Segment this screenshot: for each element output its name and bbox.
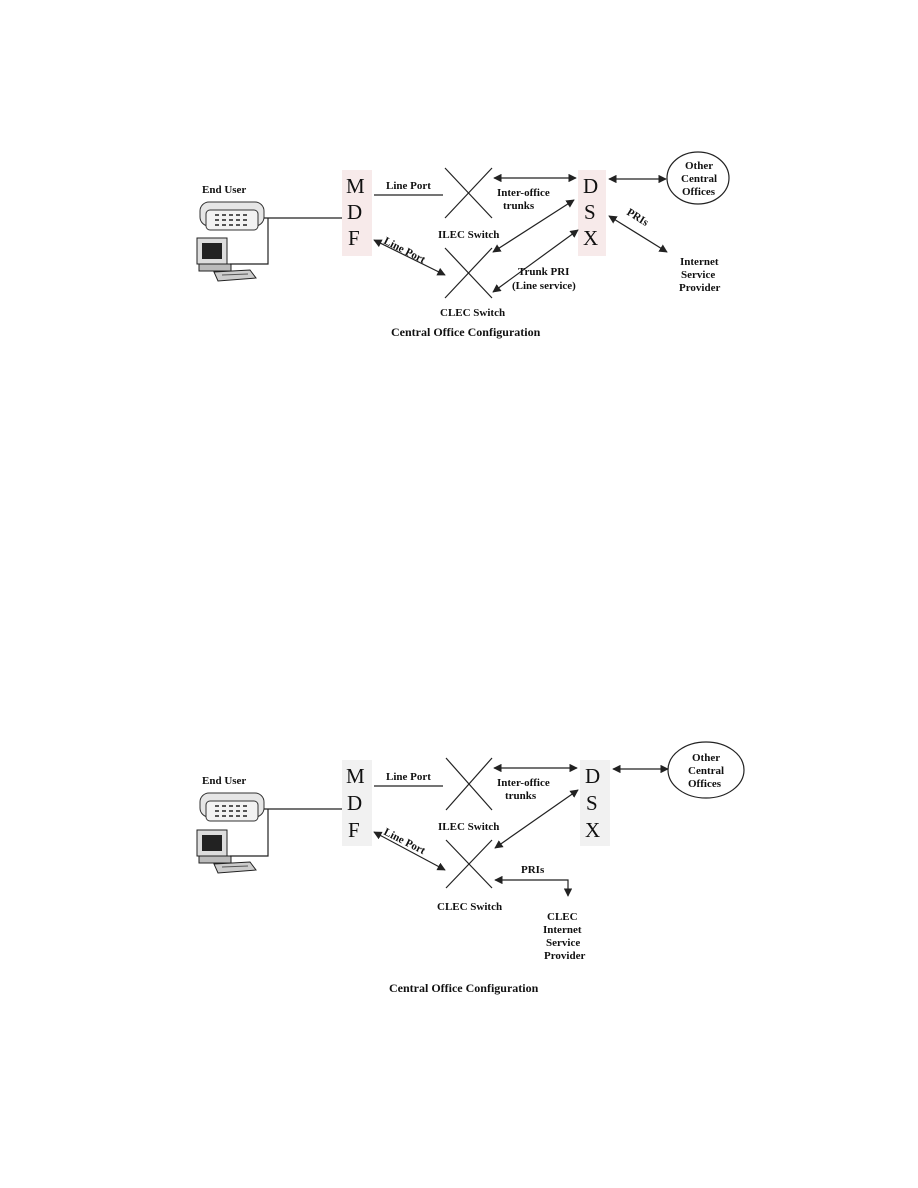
inter-office-label-line2: trunks — [503, 200, 535, 212]
clec-switch-icon — [445, 839, 493, 889]
clec-to-dsx-arrow-lower — [492, 229, 579, 293]
clec-switch-icon — [444, 247, 493, 299]
isp-label-line2: Service — [681, 269, 715, 281]
line-port-angled-label: Line Port — [382, 235, 428, 266]
end-user-label: End User — [202, 775, 246, 787]
mdf-letter-m: M — [346, 764, 365, 788]
dsx-letter-s: S — [586, 791, 598, 815]
mdf-letter-m: M — [346, 174, 365, 198]
dsx-letter-s: S — [584, 200, 596, 224]
dsx-box — [578, 170, 606, 256]
line-port-angled-arrow — [373, 239, 446, 276]
pris-label: PRIs — [521, 864, 545, 876]
clec-to-isp-arrow — [494, 875, 573, 897]
ilec-switch-icon — [445, 757, 493, 811]
mdf-letter-d: D — [347, 791, 362, 815]
computer-icon — [196, 829, 257, 874]
diagram-2: End User M D F D S X ILEC Switch C — [0, 720, 918, 1000]
mdf-box — [342, 170, 372, 256]
diagram-1-caption: Central Office Configuration — [391, 325, 541, 339]
diagram-2-caption: Central Office Configuration — [389, 981, 539, 995]
clec-isp-label-line3: Service — [546, 937, 580, 949]
clec-isp-label-line1: CLEC — [547, 911, 578, 923]
computer-to-mdf-line — [230, 218, 269, 265]
other-co-label-line1: Other — [692, 752, 720, 764]
other-co-label-line2: Central — [681, 173, 717, 185]
dsx-letter-x: X — [585, 818, 600, 842]
line-port-angled-arrow — [373, 831, 446, 871]
ilec-switch-icon — [444, 167, 493, 219]
computer-icon — [196, 237, 257, 282]
isp-label-line3: Provider — [679, 282, 720, 294]
dsx-to-isp-arrow — [608, 215, 668, 253]
diagram-2-svg: End User M D F D S X ILEC Switch C — [196, 741, 745, 995]
mdf-letter-f: F — [348, 818, 360, 842]
mdf-letter-d: D — [347, 200, 362, 224]
ilec-switch-label: ILEC Switch — [438, 229, 499, 241]
other-co-label-line2: Central — [688, 765, 724, 777]
mdf-letter-f: F — [348, 226, 360, 250]
diagram-1: End User M D F D S X ILEC Switch C — [0, 130, 918, 410]
line-port-angled-label: Line Port — [382, 826, 428, 857]
clec-isp-label-line4: Provider — [544, 950, 585, 962]
line-port-top-label: Line Port — [386, 771, 431, 783]
clec-switch-label: CLEC Switch — [437, 901, 502, 913]
clec-isp-label-line2: Internet — [543, 924, 582, 936]
pris-label: PRIs — [624, 206, 651, 229]
dsx-letter-d: D — [585, 764, 600, 788]
isp-label-line1: Internet — [680, 256, 719, 268]
telephone-icon — [199, 201, 265, 231]
mdf-box — [342, 760, 372, 846]
inter-office-label-line2: trunks — [505, 790, 537, 802]
dsx-box — [580, 760, 610, 846]
inter-office-label-line1: Inter-office — [497, 187, 550, 199]
dsx-letter-x: X — [583, 226, 598, 250]
trunk-pri-label-line1: Trunk PRI — [518, 266, 569, 278]
inter-office-label-line1: Inter-office — [497, 777, 550, 789]
other-central-offices-ellipse — [666, 151, 730, 205]
other-co-label-line1: Other — [685, 160, 713, 172]
end-user-label: End User — [202, 184, 246, 196]
other-co-label-line3: Offices — [688, 778, 722, 790]
line-port-top-label: Line Port — [386, 180, 431, 192]
dsx-letter-d: D — [583, 174, 598, 198]
computer-to-mdf-line — [230, 809, 269, 857]
other-co-label-line3: Offices — [682, 186, 716, 198]
trunk-pri-label-line2: (Line service) — [512, 280, 576, 292]
clec-to-dsx-arrow — [494, 789, 579, 849]
diagram-1-svg: End User M D F D S X ILEC Switch C — [196, 151, 730, 339]
telephone-icon — [199, 792, 265, 822]
other-central-offices-ellipse — [667, 741, 745, 799]
ilec-switch-label: ILEC Switch — [438, 821, 499, 833]
clec-switch-label: CLEC Switch — [440, 307, 505, 319]
